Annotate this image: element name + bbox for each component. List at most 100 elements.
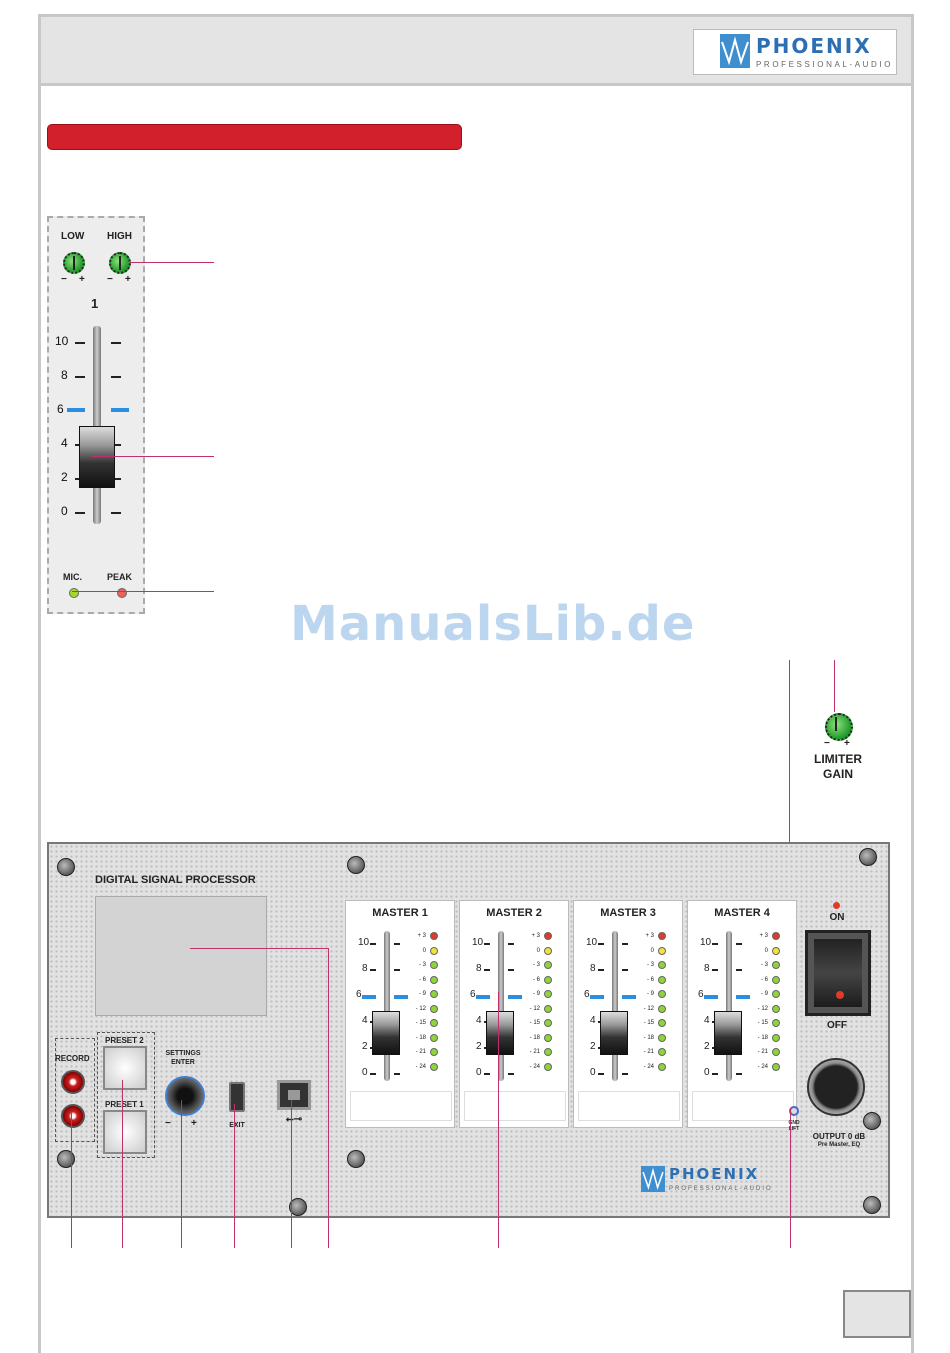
meter-db-label: - 15 <box>529 1020 540 1026</box>
callout-line <box>72 591 214 592</box>
limiter-gain-knob[interactable] <box>825 713 853 741</box>
scale-tick <box>484 943 490 945</box>
master-fader-cap[interactable] <box>600 1011 628 1055</box>
record-group <box>55 1038 95 1142</box>
meter-db-label: - 12 <box>757 1005 768 1012</box>
watermark: ManualsLib.de <box>290 596 696 652</box>
master-label-strip <box>464 1091 566 1121</box>
settings-enter-encoder[interactable] <box>165 1076 205 1116</box>
scale-tick <box>75 376 85 378</box>
master-scale-label: 2 <box>476 1041 482 1052</box>
meter-db-label: - 9 <box>418 991 426 997</box>
output-label: OUTPUT 0 dB Pre Master, EQ <box>799 1132 879 1150</box>
power-switch[interactable] <box>805 930 871 1016</box>
scale-tick <box>75 512 85 514</box>
master-scale-label: 10 <box>700 937 712 948</box>
preset-2-button[interactable] <box>103 1046 147 1090</box>
unity-tick <box>508 995 522 999</box>
record-rca-right[interactable] <box>61 1104 85 1128</box>
meter-db-label: - 6 <box>418 976 426 983</box>
meter-led <box>772 1019 780 1027</box>
settings-label-2: ENTER <box>171 1059 195 1066</box>
phoenix-logo-icon <box>720 34 750 68</box>
meter-led <box>544 1004 552 1013</box>
meter-led <box>544 1033 552 1042</box>
meter-led <box>430 1019 438 1027</box>
page-number-box <box>843 1290 911 1338</box>
limiter-plus: + <box>844 738 850 749</box>
screw-icon <box>859 848 877 866</box>
scale-tick <box>622 969 628 971</box>
brand-logo: PHOENIX PROFESSIONAL-AUDIO <box>693 29 897 75</box>
scale-tick <box>370 969 376 971</box>
meter-db-label: - 21 <box>643 1049 654 1055</box>
usb-icon: ⭠⊸ <box>285 1114 303 1125</box>
preset-group <box>97 1032 155 1158</box>
meter-led <box>430 961 438 969</box>
meter-led <box>544 975 552 984</box>
scale-label: 2 <box>61 470 68 484</box>
screw-icon <box>289 1198 307 1216</box>
master-fader-cap[interactable] <box>714 1011 742 1055</box>
meter-db-label: - 12 <box>415 1005 426 1012</box>
limiter-label-line2: GAIN <box>823 767 853 781</box>
output-label-1: OUTPUT 0 dB <box>812 1132 866 1141</box>
meter-db-label: - 24 <box>643 1063 654 1070</box>
scale-tick <box>394 969 400 971</box>
scale-tick <box>736 969 742 971</box>
eq-low-label: LOW <box>61 231 85 242</box>
encoder-plus: + <box>191 1118 197 1129</box>
master-scale-label: 8 <box>362 963 368 974</box>
meter-led <box>658 946 666 955</box>
meter-db-label: + 3 <box>645 933 654 939</box>
meter-led <box>772 932 780 940</box>
meter-led <box>430 1004 438 1013</box>
screw-icon <box>347 1150 365 1168</box>
master-scale-label: 10 <box>358 937 370 948</box>
master-label-strip <box>578 1091 680 1121</box>
callout-line <box>71 1112 72 1248</box>
master-fader-track <box>612 931 618 1081</box>
meter-db-label: - 21 <box>757 1049 768 1055</box>
preset-1-button[interactable] <box>103 1110 147 1154</box>
page-header: PHOENIX PROFESSIONAL-AUDIO <box>38 14 914 86</box>
channel-fader-cap[interactable] <box>79 426 115 488</box>
meter-led <box>544 1048 552 1056</box>
master-scale-label: 10 <box>472 937 484 948</box>
master-fader-cap[interactable] <box>372 1011 400 1055</box>
meter-db-label: - 21 <box>415 1049 426 1055</box>
usb-port[interactable] <box>277 1080 311 1110</box>
meter-db-label: 0 <box>422 947 426 954</box>
meter-led <box>430 990 438 998</box>
exit-button[interactable] <box>229 1082 245 1112</box>
meter-led <box>658 1004 666 1013</box>
brand-tagline: PROFESSIONAL-AUDIO <box>756 60 894 69</box>
meter-db-label: - 24 <box>529 1063 540 1070</box>
meter-db-label: - 21 <box>529 1049 540 1055</box>
meter-led <box>544 946 552 955</box>
record-rca-left[interactable] <box>61 1070 85 1094</box>
eq-high-knob[interactable] <box>109 252 131 274</box>
scale-tick <box>111 512 121 514</box>
record-label: RECORD <box>55 1054 90 1063</box>
callout-line <box>790 1108 791 1248</box>
master-fader-cap[interactable] <box>486 1011 514 1055</box>
master-scale-label: 6 <box>698 989 704 1000</box>
output-label-2: Pre Master, EQ <box>817 1142 861 1148</box>
screw-icon <box>347 856 365 874</box>
fader-track <box>93 326 101 524</box>
meter-led <box>658 1019 666 1027</box>
scale-tick <box>111 444 121 446</box>
eq-low-knob[interactable] <box>63 252 85 274</box>
meter-db-label: 0 <box>650 947 654 954</box>
power-switch-indicator <box>836 991 844 999</box>
xlr-output-connector[interactable] <box>807 1058 865 1116</box>
meter-led <box>544 1019 552 1027</box>
meter-db-label: - 24 <box>415 1063 426 1070</box>
meter-led <box>658 1062 666 1071</box>
meter-db-label: - 15 <box>643 1020 654 1026</box>
meter-db-label: - 6 <box>760 976 768 983</box>
screw-icon <box>863 1196 881 1214</box>
meter-led <box>430 1062 438 1071</box>
lcd-display <box>95 896 267 1016</box>
